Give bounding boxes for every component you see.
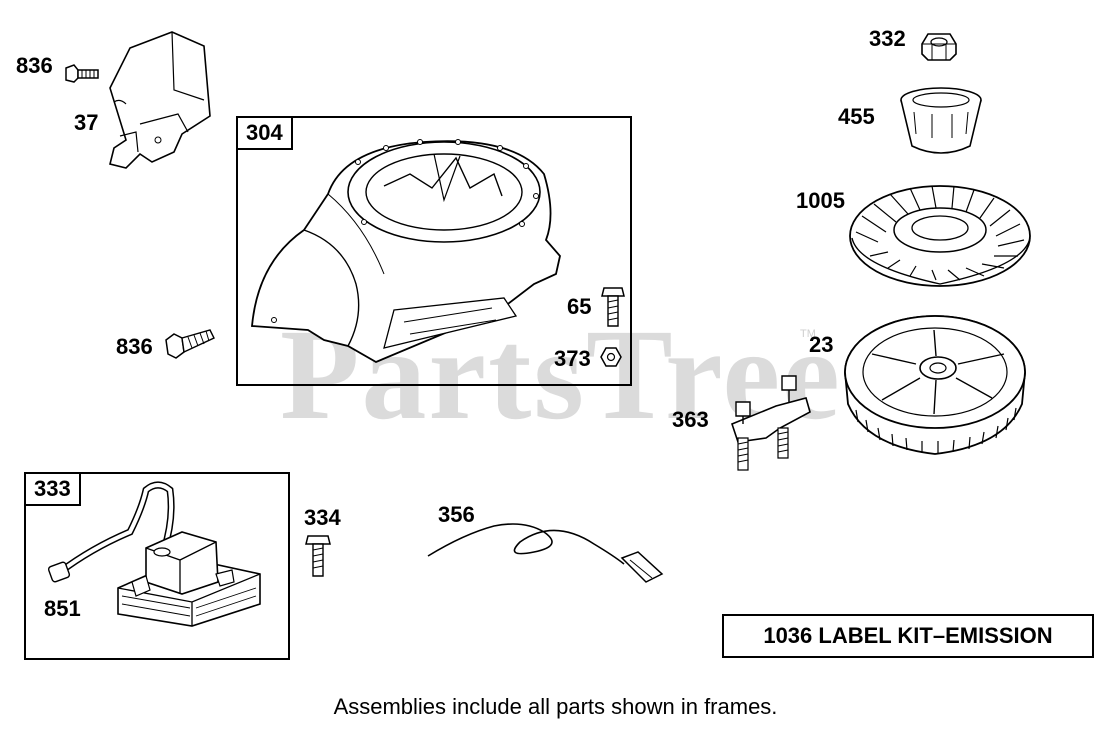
part-label-37[interactable]: 37: [74, 110, 99, 135]
part-label-363[interactable]: 363: [672, 407, 709, 432]
nut-332-drawing[interactable]: [920, 30, 958, 64]
part-label-332[interactable]: 332: [869, 26, 906, 51]
frame-label-333[interactable]: 333: [26, 474, 81, 506]
part-label-356[interactable]: 356: [438, 502, 475, 527]
blower-housing-drawing[interactable]: [244, 134, 574, 368]
part-label-836-top[interactable]: 836: [16, 53, 53, 78]
bolt-836-mid-drawing[interactable]: [164, 326, 216, 360]
diagram-caption: Assemblies include all parts shown in fr…: [333, 694, 778, 719]
bracket-37-drawing[interactable]: [100, 28, 218, 176]
bolt-334-drawing[interactable]: [304, 534, 332, 580]
part-label-373[interactable]: 373: [554, 346, 591, 371]
part-label-65[interactable]: 65: [567, 294, 592, 319]
flywheel-23-drawing[interactable]: [842, 310, 1028, 460]
part-label-455[interactable]: 455: [838, 104, 875, 129]
label-kit-emission-box[interactable]: 1036 LABEL KIT–EMISSION: [722, 614, 1094, 658]
fan-1005-drawing[interactable]: [848, 180, 1032, 296]
nut-373-drawing[interactable]: [600, 346, 622, 368]
ignition-coil-drawing[interactable]: [46, 478, 278, 648]
ground-wire-356-drawing[interactable]: [424, 512, 664, 588]
part-label-23[interactable]: 23: [809, 332, 834, 357]
watermark-trademark: TM: [800, 328, 816, 340]
part-label-1005[interactable]: 1005: [796, 188, 845, 213]
cup-455-drawing[interactable]: [896, 84, 986, 164]
housing-assembly-frame: 304: [236, 116, 632, 386]
frame-label-304[interactable]: 304: [238, 118, 293, 150]
part-label-836-mid[interactable]: 836: [116, 334, 153, 359]
bolt-836-top-drawing[interactable]: [64, 62, 100, 86]
screw-65-drawing[interactable]: [600, 284, 626, 330]
part-label-851[interactable]: 851: [44, 596, 81, 621]
part-label-334[interactable]: 334: [304, 505, 341, 530]
ignition-coil-assembly-frame: 333: [24, 472, 290, 660]
armature-bracket-363-drawing[interactable]: [726, 372, 812, 474]
